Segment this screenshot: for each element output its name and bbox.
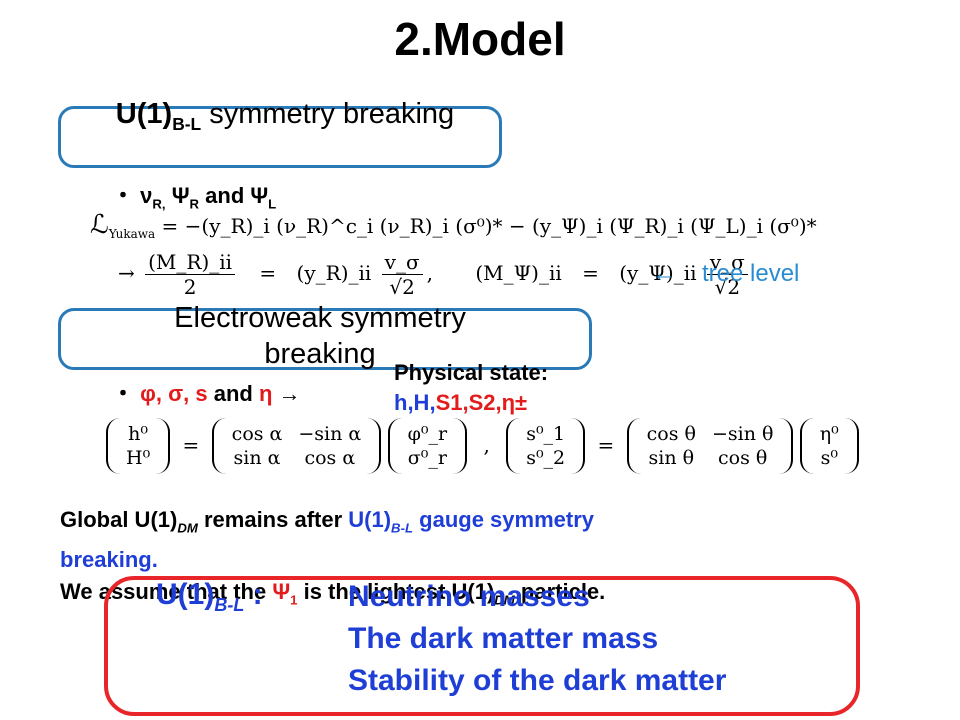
summary-item-neutrino: Neutrino masses (348, 580, 590, 613)
yukawa-equation: ℒYukawa = −(y_R)_i (ν_R)^c_i (ν_R)_i (σ⁰… (90, 210, 817, 241)
global-symmetry-text: Global U(1)DM remains after U(1)B-L gaug… (60, 507, 606, 608)
summary-item-dm-mass: The dark matter mass (348, 622, 659, 655)
summary-u1: U(1)B-L : (156, 578, 263, 615)
bullet-scalars: ・ φ, σ, s and η → (112, 381, 301, 406)
summary-items: Neutrino masses The dark matter mass Sta… (348, 576, 726, 702)
bullet-fermions: ・ νR, ΨR and ΨL (112, 183, 277, 212)
b-l-breaking-box (58, 106, 502, 168)
physical-state: Physical state: h,H,S1,S2,η± (394, 360, 549, 415)
electroweak-breaking-box (58, 308, 592, 370)
summary-box (104, 576, 860, 716)
slide-title: 2.Model (394, 13, 566, 65)
b-l-breaking-label: U(1)B-L symmetry breaking (115, 98, 455, 134)
tree-level-note: ←tree level (652, 260, 800, 287)
electroweak-breaking-label: Electroweak symmetry breaking (174, 302, 466, 370)
summary-item-dm-stability: Stability of the dark matter (348, 664, 727, 697)
